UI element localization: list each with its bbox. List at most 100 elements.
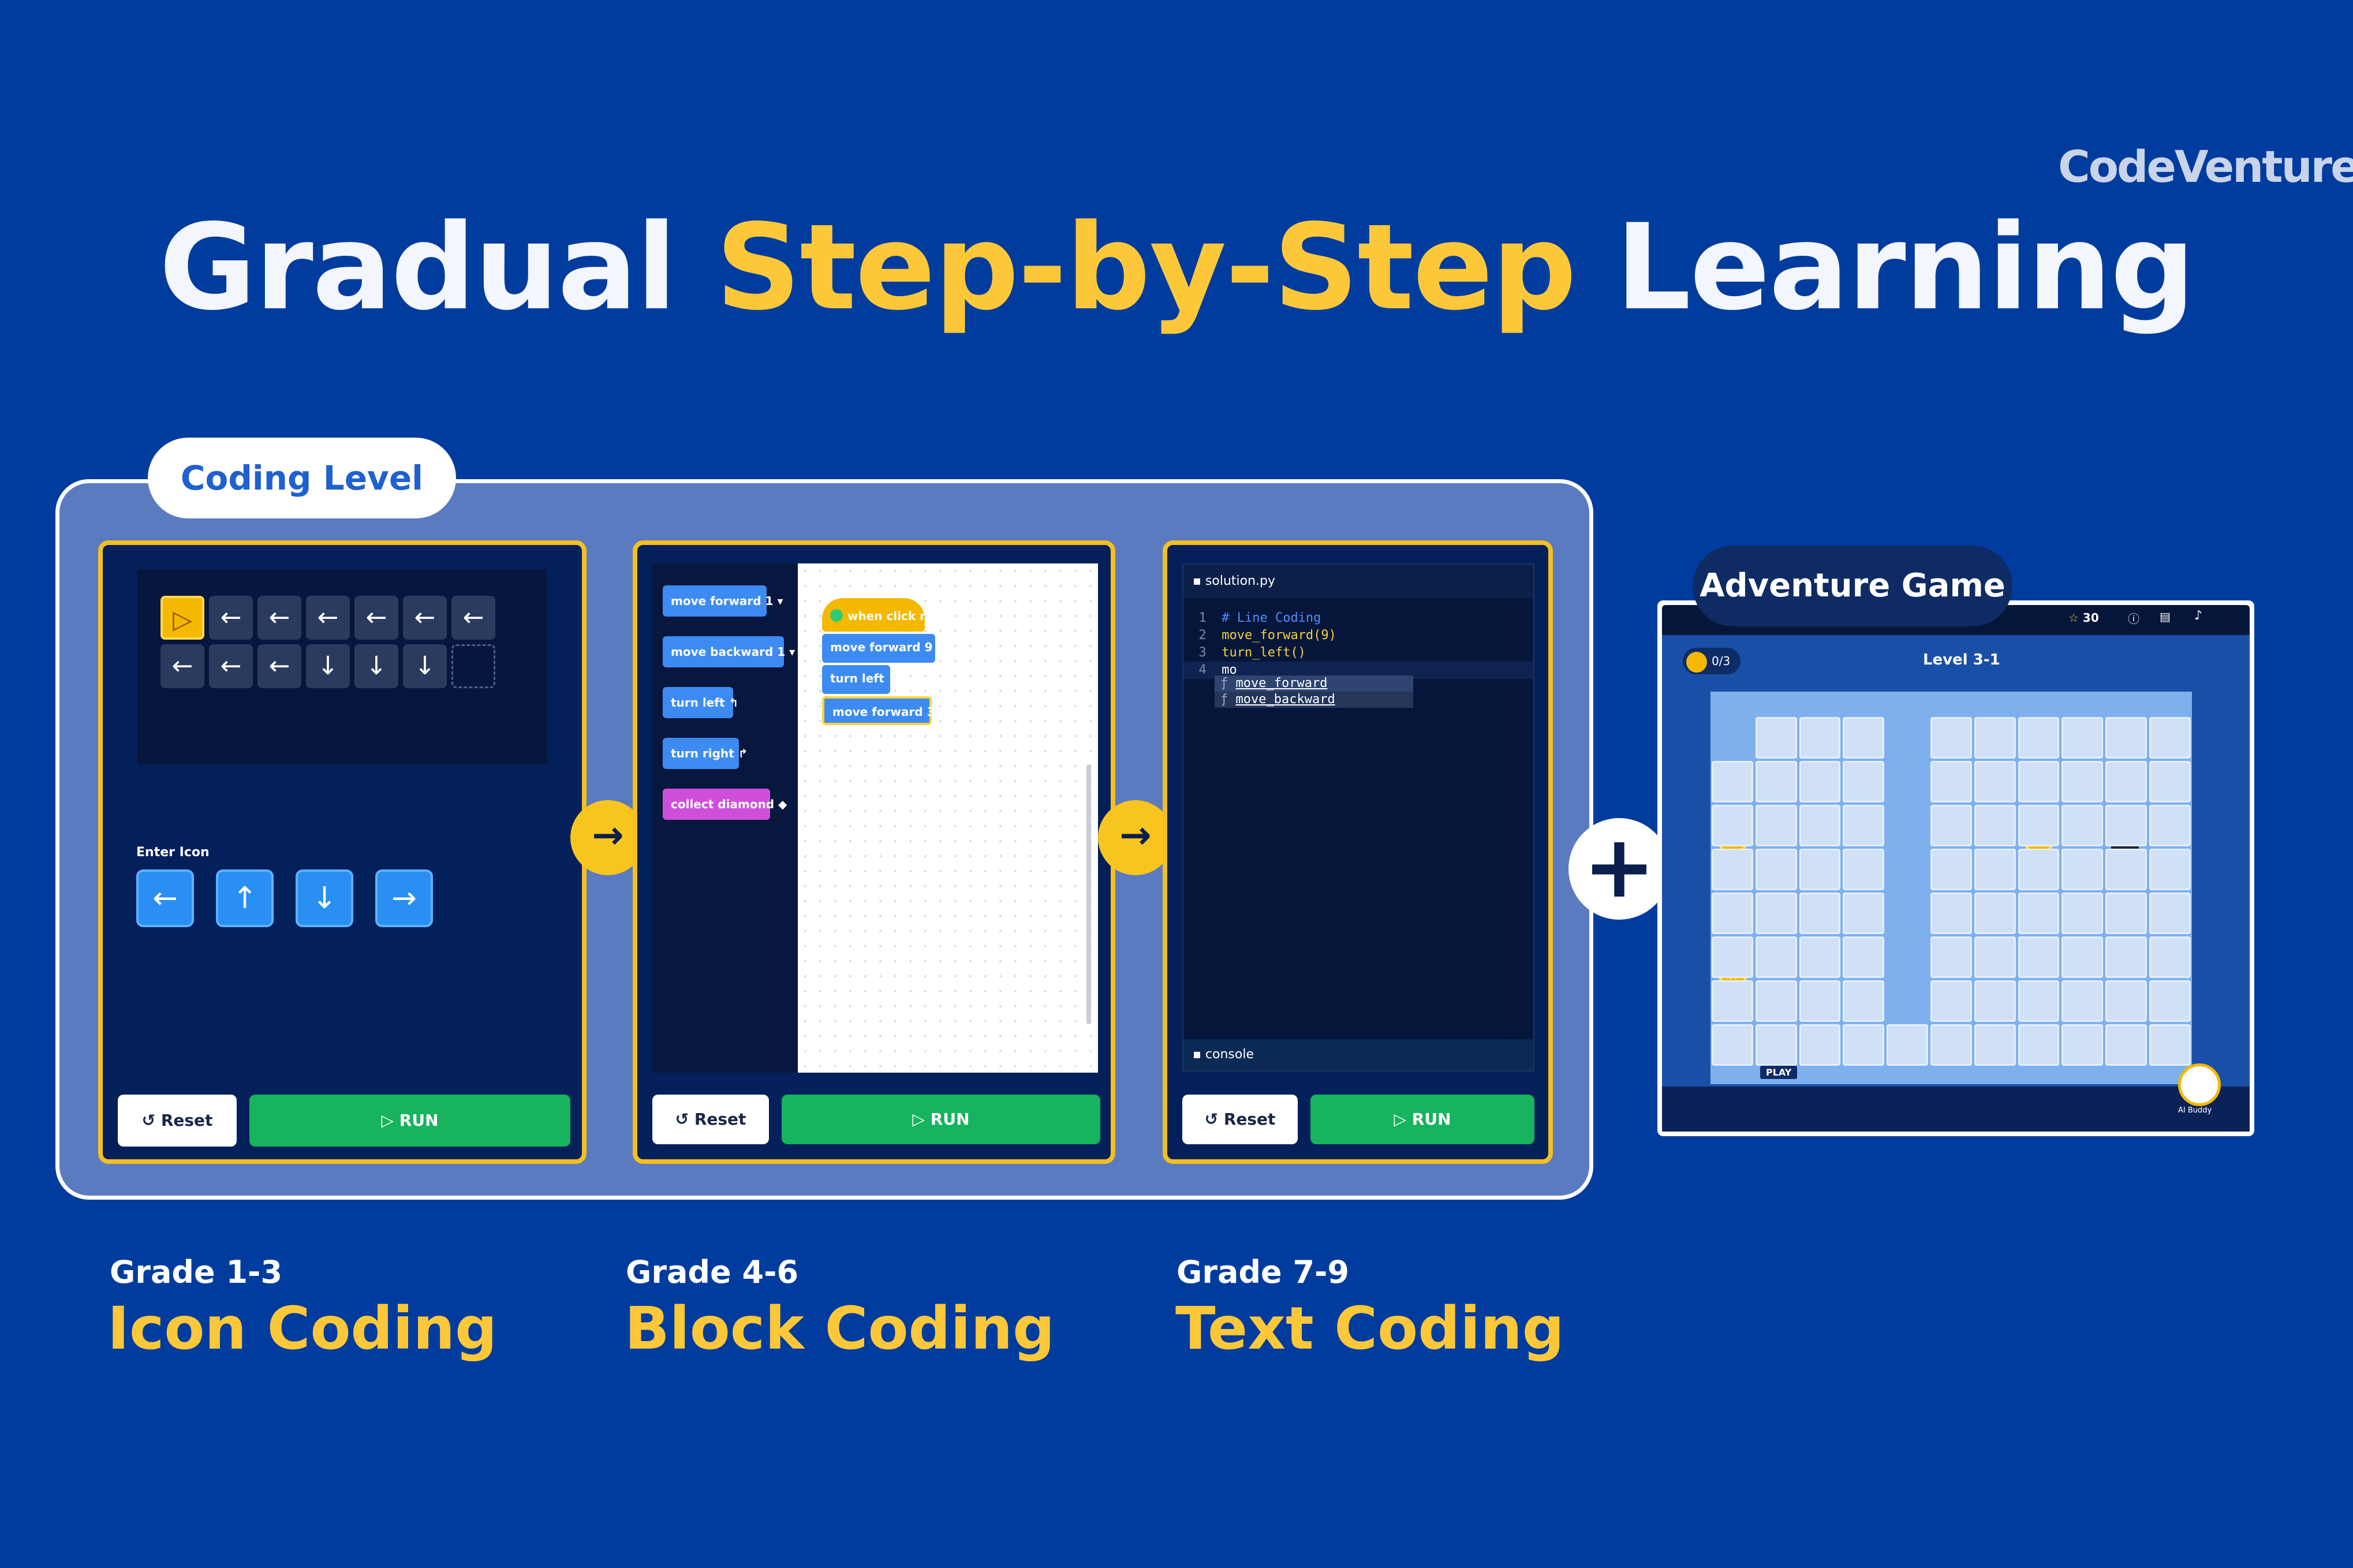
reset-button[interactable]: ↺ Reset — [118, 1095, 237, 1147]
run-button[interactable]: ▷ RUN — [249, 1095, 570, 1147]
autocomplete-item[interactable]: ƒ move_forward — [1215, 675, 1413, 692]
floor-tile — [2018, 805, 2060, 846]
console-bar[interactable]: ▪ console — [1183, 1039, 1533, 1070]
star-icon: ☆ — [2068, 611, 2083, 625]
palette-block-turn-left[interactable]: turn left ↰ — [663, 687, 738, 718]
line-number: 2 — [1183, 628, 1222, 643]
palette-block-turn-right[interactable]: turn right ↱ — [663, 738, 748, 769]
headline-part1: Gradual — [159, 199, 716, 337]
floor-tile — [1843, 805, 1885, 846]
floor-tile — [1799, 761, 1841, 802]
arrow-left-icon: ← — [257, 596, 301, 640]
play-icon: ▷ — [1394, 1110, 1412, 1129]
headline-highlight: Step-by-Step — [715, 199, 1577, 337]
floor-tile — [2061, 717, 2104, 759]
floor-tile — [1974, 936, 2016, 978]
grade-label-3: Grade 7-9 — [1176, 1254, 1350, 1290]
code-line[interactable]: 3 turn_left() — [1183, 644, 1533, 662]
floor-tile — [2149, 1024, 2191, 1066]
program-block-turn-left[interactable]: turn left ↰ — [822, 665, 898, 694]
floor-tile — [1755, 805, 1797, 846]
program-stack: when click run move forward 9 ▾turn left… — [822, 598, 945, 725]
run-button[interactable]: ▷ RUN — [782, 1095, 1100, 1144]
autocomplete-label: move_forward — [1235, 676, 1328, 690]
floor-tile — [1799, 1024, 1841, 1066]
run-button[interactable]: ▷ RUN — [1310, 1095, 1534, 1144]
function-icon: ƒ — [1220, 692, 1236, 707]
arrow-left-icon: ← — [257, 644, 301, 688]
star-counter: ☆ 30 — [2068, 611, 2099, 625]
floor-tile — [1974, 849, 2016, 890]
editor-tabbar — [1183, 565, 1533, 598]
floor-tile — [2061, 849, 2104, 890]
floor-tile — [1843, 980, 1885, 1022]
code-line[interactable]: 2 move_forward(9) — [1183, 627, 1533, 644]
floor-tile — [2061, 805, 2104, 846]
reset-button[interactable]: ↺ Reset — [1182, 1095, 1298, 1144]
floor-tile — [2105, 717, 2147, 759]
arrow-left-icon: ← — [306, 596, 350, 640]
grade-label-2: Grade 4-6 — [626, 1254, 799, 1290]
palette-block-move-forward[interactable]: move forward 1 ▾ — [663, 585, 783, 617]
empty-slot[interactable] — [451, 644, 495, 688]
level-title: Level 3-1 — [1923, 651, 2000, 669]
info-icon[interactable]: ⓘ — [2128, 612, 2139, 626]
enter-icon-label: Enter Icon — [136, 845, 210, 860]
file-tab[interactable]: ▪ solution.py — [1193, 574, 1276, 588]
floor-tile — [1755, 1024, 1797, 1066]
floor-tile — [2018, 1024, 2060, 1066]
floor-tile — [2149, 805, 2191, 846]
floor-tile — [2061, 761, 2104, 802]
program-block-move-forward[interactable]: move forward 3 ▾ — [822, 696, 945, 725]
plus-icon: + — [1568, 818, 1670, 920]
floor-tile — [2105, 936, 2147, 978]
text-coding-panel: ▪ solution.py 1 # Line Coding 2 move_for… — [1163, 540, 1553, 1164]
floor-tile — [2018, 717, 2060, 759]
sound-icon[interactable]: ♪ — [2194, 608, 2203, 623]
floor-tile — [2061, 980, 2104, 1022]
arrow-right-icon: → — [1098, 800, 1173, 875]
floor-tile — [2061, 893, 2104, 934]
coin-icon — [1686, 651, 1707, 673]
floor-tile — [1974, 761, 2016, 802]
palette-block-move-backward[interactable]: move backward 1 ▾ — [663, 636, 795, 667]
game-footer — [1662, 1087, 2250, 1132]
block-coding-title: Block Coding — [625, 1294, 1055, 1363]
floor-tile — [2018, 893, 2060, 934]
program-block-move-forward[interactable]: move forward 9 ▾ — [822, 634, 943, 663]
ai-buddy-avatar[interactable] — [2178, 1063, 2221, 1106]
floor-tile — [1930, 936, 1972, 978]
map-icon[interactable]: ▤ — [2160, 610, 2171, 624]
code-text: turn_left() — [1222, 645, 1306, 660]
arrow-left-button[interactable]: ← — [136, 869, 194, 927]
block-value-dropdown[interactable]: 1 ▾ — [773, 645, 795, 659]
block-value-dropdown[interactable]: 9 ▾ — [920, 640, 943, 654]
line-number: 4 — [1183, 663, 1222, 677]
floor-tile — [1799, 805, 1841, 846]
block-coding-panel: move forward 1 ▾ move backward 1 ▾ turn le… — [633, 540, 1115, 1164]
reset-button[interactable]: ↺ Reset — [652, 1095, 769, 1144]
arrow-down-icon: ↓ — [306, 644, 350, 688]
palette-block-collect-diamond[interactable]: collect diamond ◆ — [663, 789, 787, 820]
floor-tile — [2018, 849, 2060, 890]
autocomplete-item[interactable]: ƒ move_backward — [1215, 692, 1413, 708]
function-icon: ƒ — [1220, 676, 1236, 690]
floor-tile — [2061, 936, 2104, 978]
arrow-down-button[interactable]: ↓ — [296, 869, 353, 927]
arrow-up-button[interactable]: ↑ — [216, 869, 274, 927]
block-label: collect diamond — [671, 797, 775, 811]
floor-tile — [1799, 849, 1841, 890]
block-value-dropdown[interactable]: 1 ▾ — [761, 594, 783, 608]
when-click-run-block[interactable]: when click run — [822, 598, 942, 632]
floor-tile — [1974, 805, 2016, 846]
floor-tile — [1712, 1024, 1753, 1066]
block-value-dropdown[interactable]: 3 ▾ — [922, 705, 945, 719]
brand-logo: CodeVenture — [2058, 141, 2353, 192]
code-line[interactable]: 1 # Line Coding — [1183, 610, 1533, 627]
floor-tile — [1887, 1024, 1928, 1066]
arrow-down-icon: ↓ — [403, 644, 447, 688]
arrow-right-button[interactable]: → — [375, 869, 433, 927]
canvas-scrollbar[interactable] — [1086, 764, 1091, 1024]
floor-tile — [1930, 805, 1972, 846]
play-icon: ▷ — [160, 596, 204, 640]
